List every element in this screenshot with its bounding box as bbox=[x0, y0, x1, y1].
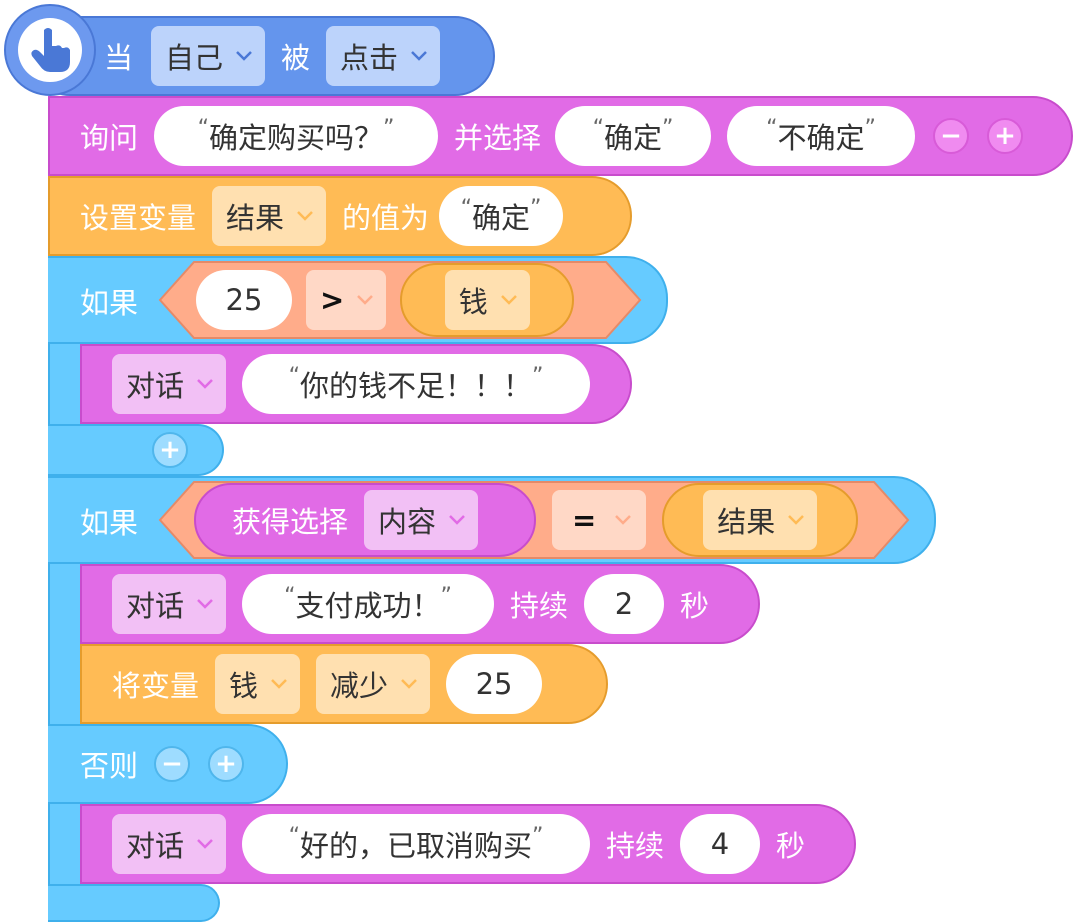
if-block-2-footer bbox=[48, 884, 220, 922]
variable-reporter-2[interactable]: 结果 bbox=[662, 483, 859, 557]
choice-field-dropdown[interactable]: 内容 bbox=[364, 490, 479, 550]
change-variable-content: 将变量 钱 减少 25 bbox=[112, 654, 543, 714]
chevron-down-icon bbox=[271, 679, 287, 689]
say-text-input-2[interactable]: “支付成功！” bbox=[242, 574, 495, 634]
say-dropdown-2[interactable]: 对话 bbox=[112, 574, 227, 634]
event-prefix: 当 bbox=[104, 41, 134, 75]
left-number-input[interactable]: 25 bbox=[196, 270, 292, 330]
say-dropdown-3[interactable]: 对话 bbox=[112, 814, 227, 874]
question-input[interactable]: “确定购买吗？” bbox=[154, 106, 439, 166]
variable-reporter-1[interactable]: 钱 bbox=[400, 263, 575, 337]
chevron-down-icon bbox=[615, 515, 632, 525]
change-variable-dropdown[interactable]: 钱 bbox=[215, 654, 301, 714]
if-label-2: 如果 bbox=[80, 506, 139, 540]
say-text-input-1[interactable]: “你的钱不足！！！” bbox=[242, 354, 591, 414]
set-variable-label: 设置变量 bbox=[80, 201, 197, 235]
chevron-down-icon bbox=[788, 515, 805, 525]
else-label: 否则 bbox=[80, 749, 139, 783]
set-variable-content: 设置变量 结果 的值为 “确定” bbox=[80, 186, 564, 246]
ask-block-content: 询问 “确定购买吗？” 并选择 “确定” “不确定” − + bbox=[80, 106, 1024, 166]
operator-dropdown-2[interactable]: = bbox=[552, 490, 647, 550]
chevron-down-icon bbox=[197, 379, 213, 389]
seconds-input-3[interactable]: 4 bbox=[680, 814, 761, 874]
result-variable-dropdown[interactable]: 结果 bbox=[703, 490, 818, 550]
get-choice-reporter[interactable]: 获得选择 内容 bbox=[194, 483, 536, 557]
ask-mid-label: 并选择 bbox=[454, 121, 542, 155]
chevron-down-icon bbox=[236, 51, 252, 61]
else-add-button[interactable]: + bbox=[208, 746, 245, 782]
chevron-down-icon bbox=[500, 295, 517, 305]
event-hat-content: 当 自己 被 点击 bbox=[104, 26, 441, 86]
money-variable-dropdown[interactable]: 钱 bbox=[444, 270, 530, 330]
seconds-unit-2: 秒 bbox=[680, 589, 710, 623]
say-block-1-content: 对话 “你的钱不足！！！” bbox=[112, 354, 591, 414]
chevron-down-icon bbox=[449, 515, 465, 525]
remove-option-button[interactable]: − bbox=[933, 118, 970, 154]
event-dropdown[interactable]: 点击 bbox=[326, 26, 441, 86]
pointing-hand-icon bbox=[31, 28, 70, 72]
condition-2-content: 获得选择 内容 = 结果 bbox=[194, 483, 859, 557]
say-text-input-3[interactable]: “好的，已取消购买” bbox=[242, 814, 591, 874]
option1-input[interactable]: “确定” bbox=[555, 106, 712, 166]
say-duration-label-3: 持续 bbox=[606, 829, 665, 863]
event-middle: 被 bbox=[281, 41, 311, 75]
seconds-unit-3: 秒 bbox=[776, 829, 806, 863]
chevron-down-icon bbox=[297, 211, 313, 221]
set-variable-mid-label: 的值为 bbox=[342, 201, 430, 235]
option2-input[interactable]: “不确定” bbox=[727, 106, 916, 166]
add-option-button[interactable]: + bbox=[987, 118, 1024, 154]
say-block-2-content: 对话 “支付成功！” 持续 2 秒 bbox=[112, 574, 709, 634]
condition-1-content: 25 > 钱 bbox=[196, 263, 575, 337]
ask-label: 询问 bbox=[80, 121, 139, 155]
change-op-dropdown[interactable]: 减少 bbox=[316, 654, 431, 714]
chevron-down-icon bbox=[197, 839, 213, 849]
chevron-down-icon bbox=[411, 51, 427, 61]
chevron-down-icon bbox=[401, 679, 417, 689]
seconds-input-2[interactable]: 2 bbox=[584, 574, 665, 634]
if-label-1: 如果 bbox=[80, 286, 139, 320]
chevron-down-icon bbox=[357, 295, 374, 305]
event-icon-circle bbox=[4, 4, 96, 96]
change-amount-input[interactable]: 25 bbox=[446, 654, 543, 714]
chevron-down-icon bbox=[197, 599, 213, 609]
if1-add-else-button[interactable]: + bbox=[152, 432, 188, 468]
operator-dropdown-1[interactable]: > bbox=[306, 270, 387, 330]
say-block-3-content: 对话 “好的，已取消购买” 持续 4 秒 bbox=[112, 814, 805, 874]
else-content: 否则 − + bbox=[80, 734, 245, 794]
say-duration-label-2: 持续 bbox=[510, 589, 569, 623]
say-dropdown-1[interactable]: 对话 bbox=[112, 354, 227, 414]
change-variable-label: 将变量 bbox=[112, 669, 200, 703]
get-choice-label: 获得选择 bbox=[232, 505, 349, 539]
set-value-input[interactable]: “确定” bbox=[439, 186, 564, 246]
target-dropdown[interactable]: 自己 bbox=[151, 26, 266, 86]
if-block-1-footer bbox=[48, 424, 224, 476]
else-remove-button[interactable]: − bbox=[154, 746, 191, 782]
variable-dropdown[interactable]: 结果 bbox=[212, 186, 327, 246]
